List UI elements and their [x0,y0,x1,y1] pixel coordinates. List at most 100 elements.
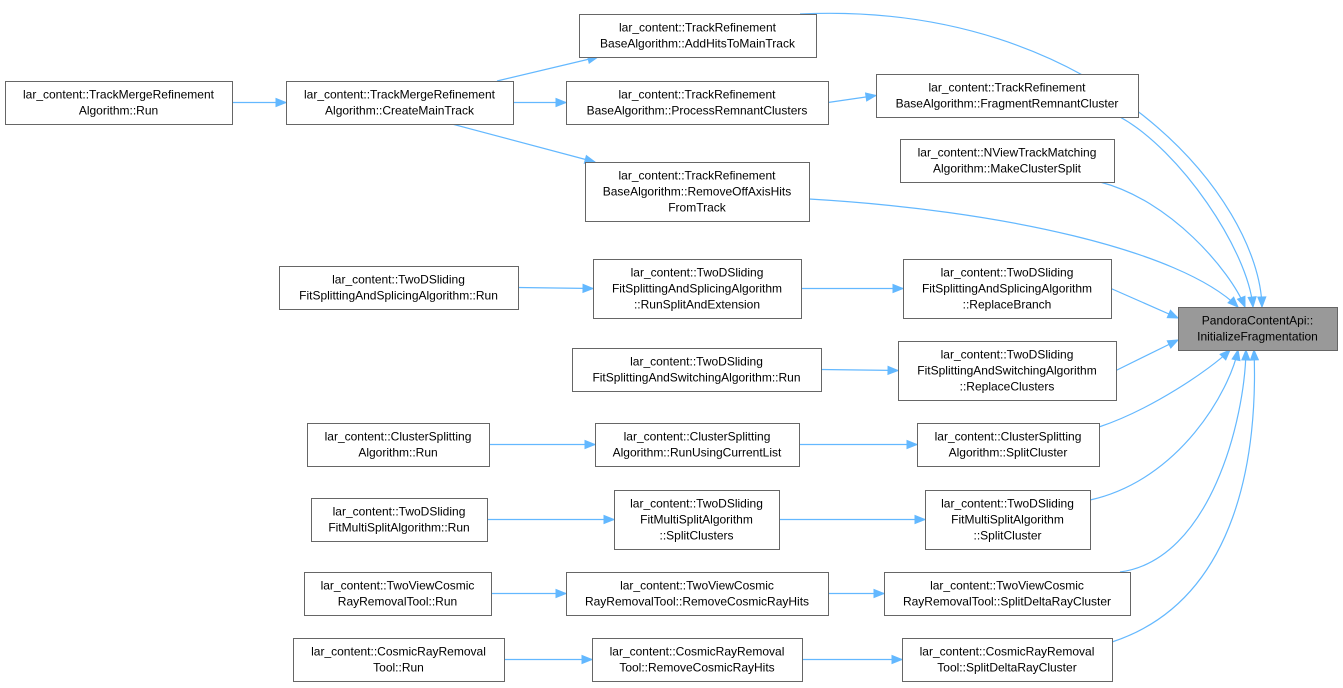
edge-line [1099,181,1246,308]
edge [1111,348,1260,643]
node-box [876,74,1139,118]
target-node[interactable]: PandoraContentApi::InitializeFragmentati… [1178,307,1338,351]
node-box [917,423,1100,467]
node-label: ::ReplaceClusters [960,380,1055,394]
node-label: ::ReplaceBranch [963,298,1052,312]
edge-line [1119,116,1254,308]
edge [827,92,878,104]
graph-node[interactable]: lar_content::TwoDSlidingFitMultiSplitAlg… [311,498,488,542]
node-label: RayRemovalTool::Run [338,595,457,609]
node-label: FitSplittingAndSwitchingAlgorithm::Run [592,371,800,385]
edge-line [1119,349,1247,573]
node-label: lar_content::CosmicRayRemoval [920,645,1095,659]
graph-node[interactable]: lar_content::ClusterSplittingAlgorithm::… [595,423,800,467]
graph-node[interactable]: lar_content::NViewTrackMatchingAlgorithm… [900,139,1115,183]
graph-node[interactable]: lar_content::TwoDSlidingFitSplittingAndS… [279,266,519,310]
edge-line [451,123,596,163]
graph-node[interactable]: lar_content::TwoDSlidingFitMultiSplitAlg… [614,490,780,550]
edge-line [517,286,594,290]
arrowhead [887,365,900,376]
edge [451,123,597,164]
node-box [900,139,1115,183]
graph-node[interactable]: lar_content::TrackRefinementBaseAlgorith… [585,162,810,222]
nodes-layer: PandoraContentApi::InitializeFragmentati… [5,14,1338,682]
node-label: FitMultiSplitAlgorithm [951,513,1064,527]
edge [1110,287,1180,319]
graph-node[interactable]: lar_content::TwoDSlidingFitSplittingAndS… [572,348,822,392]
graph-node[interactable]: lar_content::TwoDSlidingFitSplittingAndS… [593,259,802,319]
node-label: lar_content::TwoViewCosmic [930,579,1084,593]
graph-node[interactable]: lar_content::TwoViewCosmicRayRemovalTool… [884,572,1131,616]
node-box [572,348,822,392]
node-label: FitMultiSplitAlgorithm::Run [328,521,469,535]
node-label: ::SplitClusters [659,529,733,543]
arrowhead [275,97,288,108]
node-box [1178,307,1338,351]
edge [799,12,1267,309]
node-label: FitSplittingAndSplicingAlgorithm::Run [299,289,498,303]
node-box [593,259,802,319]
node-label: FitSplittingAndSplicingAlgorithm [922,282,1092,296]
node-label: InitializeFragmentation [1197,330,1318,344]
node-label: Algorithm::SplitCluster [949,446,1068,460]
arrowhead [555,588,568,599]
graph-node[interactable]: lar_content::CosmicRayRemovalTool::Split… [902,638,1113,682]
node-box [5,81,233,125]
arrowhead [892,283,905,294]
node-label: Algorithm::Run [79,104,158,118]
edge [828,588,886,599]
graph-node[interactable]: lar_content::TrackMergeRefinementAlgorit… [5,81,233,125]
node-label: lar_content::TwoDSliding [630,497,763,511]
edge-line [1111,349,1256,643]
edge [491,588,568,599]
node-box [279,266,519,310]
arrowhead [603,514,616,525]
edge [513,97,568,108]
graph-node[interactable]: lar_content::CosmicRayRemovalTool::Remov… [592,638,803,682]
edge [808,198,1239,308]
graph-node[interactable]: lar_content::TwoDSlidingFitMultiSplitAlg… [925,490,1091,550]
node-label: PandoraContentApi:: [1202,314,1313,328]
edge-line [1115,339,1179,372]
node-label: FitSplittingAndSplicingAlgorithm [612,282,782,296]
node-label: lar_content::TwoViewCosmic [620,579,774,593]
edge [504,654,594,665]
edge [496,54,600,82]
graph-node[interactable]: lar_content::TwoDSlidingFitSplittingAndS… [903,259,1112,319]
graph-node[interactable]: lar_content::TrackRefinementBaseAlgorith… [579,14,817,58]
node-box [307,423,490,467]
node-box [579,14,817,58]
arrowhead [1231,348,1241,362]
graph-node[interactable]: lar_content::TrackRefinementBaseAlgorith… [566,81,829,125]
graph-node[interactable]: lar_content::TrackMergeRefinementAlgorit… [286,81,514,125]
graph-node[interactable]: lar_content::TwoViewCosmicRayRemovalTool… [304,572,492,616]
node-box [595,423,800,467]
node-label: RayRemovalTool::SplitDeltaRayCluster [903,595,1111,609]
node-label: lar_content::CosmicRayRemoval [311,645,486,659]
edge-line [799,12,1263,308]
graph-node[interactable]: lar_content::TwoDSlidingFitSplittingAndS… [898,341,1117,401]
node-label: BaseAlgorithm::RemoveOffAxisHits [603,185,792,199]
node-box [286,81,514,125]
graph-node[interactable]: lar_content::TrackRefinementBaseAlgorith… [876,74,1139,118]
edge [1119,116,1257,309]
edge [517,283,595,294]
edge [487,514,616,525]
edge [802,654,904,665]
arrowhead [555,97,568,108]
node-label: Tool::RemoveCosmicRayHits [619,661,774,675]
edge [1099,181,1246,309]
node-label: lar_content::TwoDSliding [941,348,1074,362]
node-label: lar_content::TwoViewCosmic [321,579,475,593]
graph-node[interactable]: lar_content::ClusterSplittingAlgorithm::… [917,423,1100,467]
node-label: Tool::Run [373,661,424,675]
graph-node[interactable]: lar_content::TwoViewCosmicRayRemovalTool… [566,572,829,616]
node-box [925,490,1091,550]
node-label: lar_content::TrackMergeRefinement [304,88,496,102]
arrowhead [891,654,904,665]
arrowhead [582,283,595,294]
node-label: FitMultiSplitAlgorithm [640,513,753,527]
graph-node[interactable]: lar_content::ClusterSplittingAlgorithm::… [307,423,490,467]
